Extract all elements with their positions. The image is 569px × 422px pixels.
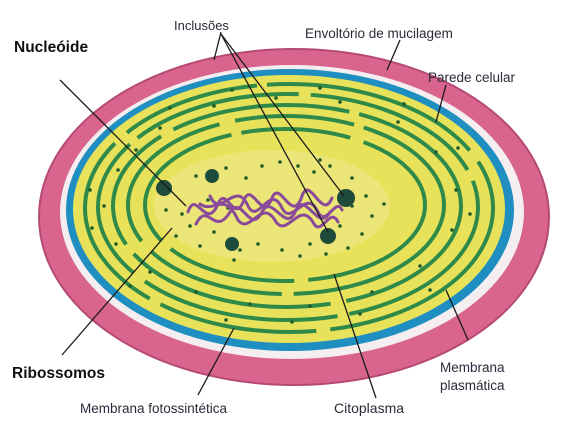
label-cytoplasm: Citoplasma: [334, 400, 404, 416]
label-mucilage-envelope: Envoltório de mucilagem: [305, 26, 453, 41]
label-plasma-membrane-line1: Membrana: [440, 360, 505, 375]
label-cell-wall: Parede celular: [428, 70, 516, 85]
label-ribosomes: Ribossomos: [12, 365, 105, 382]
label-nucleoid: Nucleóide: [14, 39, 88, 56]
label-photosynthetic-membrane: Membrana fotossintética: [80, 401, 228, 416]
label-plasma-membrane-line2: plasmática: [440, 378, 505, 393]
label-inclusions: Inclusões: [174, 18, 229, 33]
